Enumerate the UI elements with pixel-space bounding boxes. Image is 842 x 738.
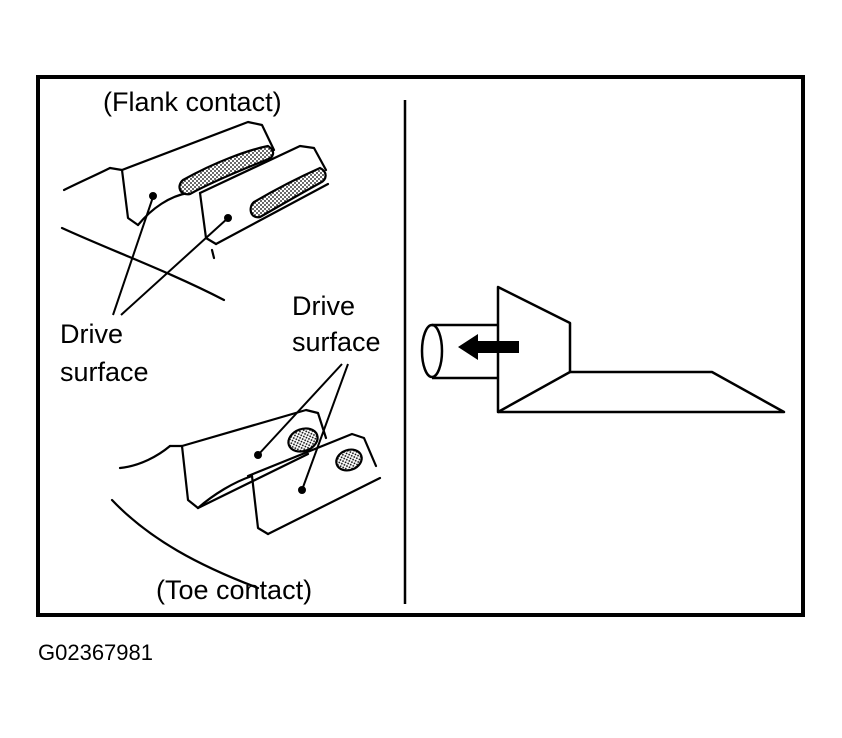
thrust-direction-arrow-icon bbox=[458, 334, 519, 360]
drive-surface-label-right-line1: Drive bbox=[292, 291, 356, 321]
flank-contact-patch-1 bbox=[178, 144, 275, 196]
toe-contact-teeth bbox=[110, 408, 382, 590]
drive-surface-leaders-right bbox=[254, 363, 349, 494]
toe-contact-patch-2 bbox=[335, 448, 363, 472]
flank-contact-teeth bbox=[60, 120, 330, 302]
diagram-frame bbox=[36, 75, 805, 617]
toe-contact-label: (Toe contact) bbox=[156, 575, 313, 605]
pinion-gear-view bbox=[420, 285, 786, 414]
toe-contact-patch-1 bbox=[287, 427, 319, 453]
flank-contact-label: (Flank contact) bbox=[103, 87, 282, 117]
drive-surface-label-right-line2: surface bbox=[292, 327, 381, 357]
flank-contact-patch-2 bbox=[249, 166, 327, 219]
pinion-shaft-end bbox=[420, 323, 444, 379]
pinion-shaft bbox=[432, 323, 498, 380]
ring-gear-tooth-plane bbox=[498, 370, 786, 414]
drive-surface-leaders-left bbox=[112, 192, 232, 316]
drive-surface-label-left-line1: Drive bbox=[60, 319, 124, 349]
drive-surface-label-left-line2: surface bbox=[60, 357, 149, 387]
figure-id: G02367981 bbox=[38, 640, 153, 665]
